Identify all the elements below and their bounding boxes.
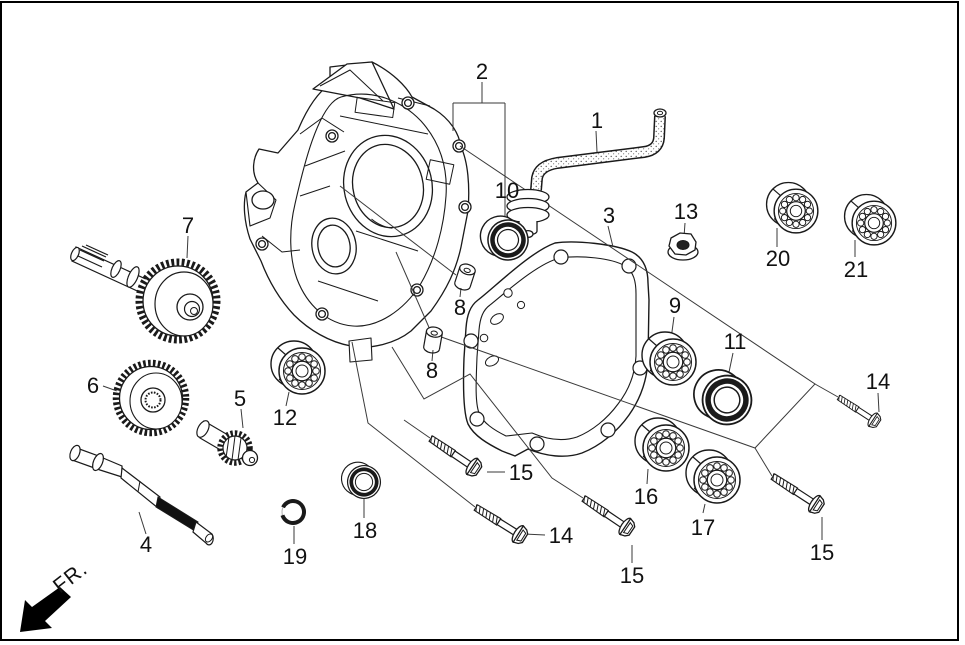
- circlip-19-drawing: [280, 499, 306, 525]
- pinion-5-drawing: [196, 420, 259, 467]
- callout-14a: 14: [549, 523, 573, 548]
- bolt-15-b-drawing: [577, 489, 638, 540]
- callout-15a: 15: [509, 460, 533, 485]
- callout-17: 17: [691, 515, 715, 540]
- oil-seal-11-drawing: [689, 364, 756, 431]
- callout-12: 12: [273, 405, 297, 430]
- drive-shaft-4-drawing: [69, 444, 214, 546]
- leader-lines: [102, 82, 880, 563]
- callout-6: 6: [87, 373, 99, 398]
- bolt-14-b-drawing: [833, 389, 884, 431]
- callout-21: 21: [844, 257, 868, 282]
- final-gear-shaft-7-drawing: [70, 244, 221, 344]
- callout-4: 4: [140, 532, 152, 557]
- callout-2: 2: [476, 59, 488, 84]
- bearing-21-drawing: [843, 193, 897, 246]
- callout-3: 3: [603, 203, 615, 228]
- bolt-14-a-drawing: [469, 498, 531, 547]
- oil-seal-18-drawing: [335, 455, 387, 506]
- callout-5: 5: [234, 386, 246, 411]
- bearing-17-drawing: [685, 449, 741, 504]
- bearing-12-drawing: [270, 340, 326, 395]
- callout-10: 10: [495, 178, 519, 203]
- front-direction-arrow: FR.: [20, 557, 92, 632]
- gear-6-drawing: [112, 359, 190, 437]
- collar-8-lower-drawing: [422, 325, 444, 355]
- callout-18: 18: [353, 518, 377, 543]
- bearing-16-drawing: [634, 417, 690, 472]
- callout-9: 9: [669, 293, 681, 318]
- callout-8a: 8: [454, 295, 466, 320]
- callout-15b: 15: [620, 563, 644, 588]
- callout-11: 11: [724, 329, 747, 354]
- flange-nut-13-drawing: [667, 232, 699, 261]
- callout-15c: 15: [810, 540, 834, 565]
- bolt-15-a-drawing: [424, 429, 485, 480]
- collar-8-upper-drawing: [452, 261, 478, 293]
- callout-1: 1: [591, 108, 603, 133]
- callout-20: 20: [766, 246, 790, 271]
- gasket-drawing: [462, 241, 650, 457]
- bolt-15-c-drawing: [766, 467, 828, 517]
- callout-16: 16: [634, 484, 658, 509]
- bearing-20-drawing: [765, 181, 819, 234]
- callout-8b: 8: [426, 358, 438, 383]
- callout-19: 19: [283, 544, 307, 569]
- callout-13: 13: [674, 199, 698, 224]
- breather-tube-drawing: [506, 108, 667, 239]
- bearing-9-drawing: [641, 331, 697, 386]
- callout-14b: 14: [866, 369, 890, 394]
- callout-labels: 1 2 3 4 5 6 7 8 8 9 10 11 12 13 14 14 15…: [87, 59, 890, 588]
- transmission-case-drawing: [243, 61, 472, 363]
- callout-7: 7: [182, 213, 194, 238]
